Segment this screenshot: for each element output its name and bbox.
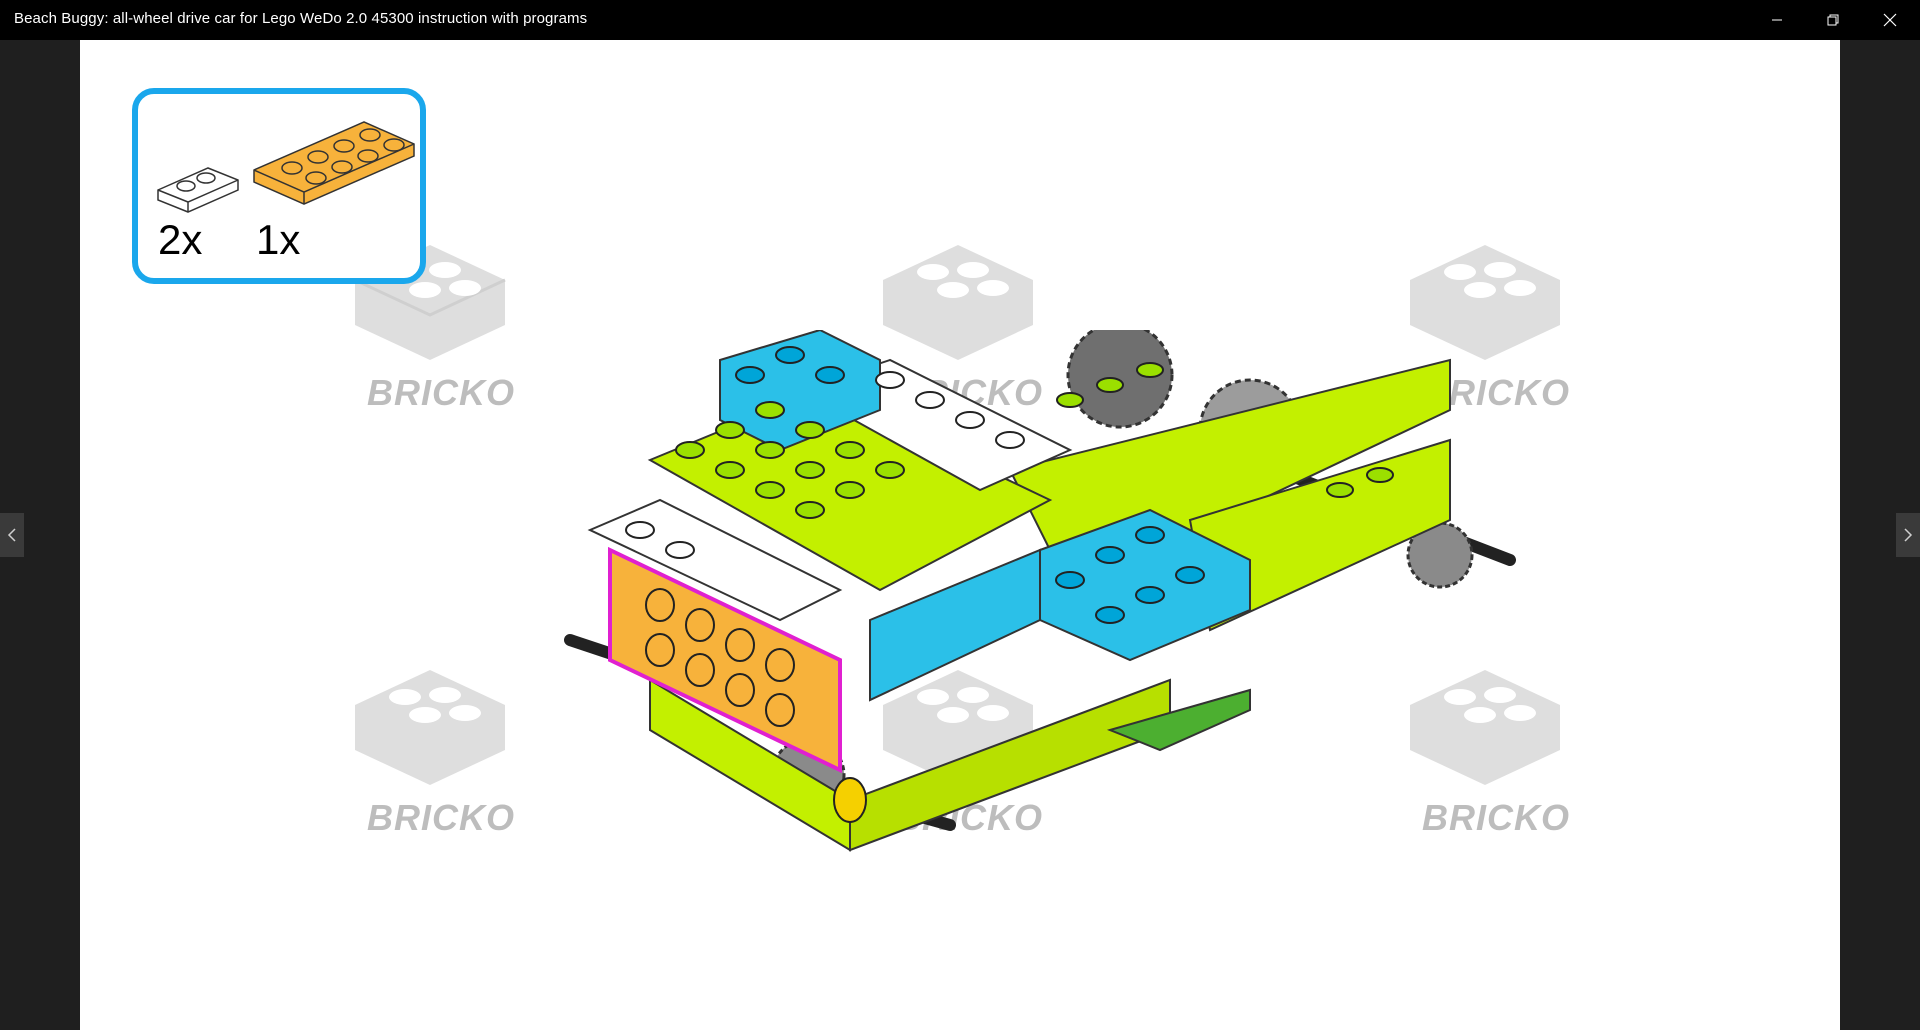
watermark-logo: BRICKO bbox=[1400, 655, 1570, 845]
window-title: Beach Buggy: all-wheel drive car for Leg… bbox=[14, 10, 588, 27]
chevron-left-icon bbox=[7, 528, 16, 542]
watermark-logo: BRICKO bbox=[345, 655, 515, 845]
brick-watermark-icon bbox=[883, 245, 1033, 360]
title-bar: Beach Buggy: all-wheel drive car for Leg… bbox=[0, 0, 1920, 40]
white-plate-part-icon bbox=[157, 167, 239, 213]
minimize-button[interactable] bbox=[1749, 0, 1805, 40]
part-quantity: 2x bbox=[158, 216, 203, 263]
next-page-button[interactable] bbox=[1896, 513, 1920, 557]
minimize-icon bbox=[1772, 19, 1782, 21]
watermark-text: BRICKO bbox=[1422, 797, 1570, 838]
orange-plate-part-icon bbox=[253, 121, 415, 205]
instruction-page: BRICKO BRICKO BRICKO BRICKO bbox=[80, 40, 1840, 1030]
close-icon bbox=[1883, 13, 1897, 27]
chevron-right-icon bbox=[1904, 528, 1913, 542]
watermark-text: BRICKO bbox=[367, 372, 515, 413]
watermark-logo: BRICKO bbox=[1400, 230, 1570, 420]
lego-model-illustration bbox=[564, 330, 1516, 852]
brick-watermark-icon bbox=[1410, 245, 1560, 360]
brick-watermark-icon bbox=[355, 670, 505, 785]
watermark-logo: BRICKO bbox=[345, 230, 515, 420]
restore-button[interactable] bbox=[1805, 0, 1861, 40]
brick-watermark-icon bbox=[1410, 670, 1560, 785]
close-button[interactable] bbox=[1862, 0, 1918, 40]
document-viewer: BRICKO BRICKO BRICKO BRICKO bbox=[0, 40, 1920, 1030]
part-quantity: 1x bbox=[256, 216, 301, 263]
restore-icon bbox=[1827, 14, 1839, 26]
watermark-text: BRICKO bbox=[367, 797, 515, 838]
previous-page-button[interactable] bbox=[0, 513, 24, 557]
parts-callout: 2x 1x bbox=[132, 88, 426, 284]
